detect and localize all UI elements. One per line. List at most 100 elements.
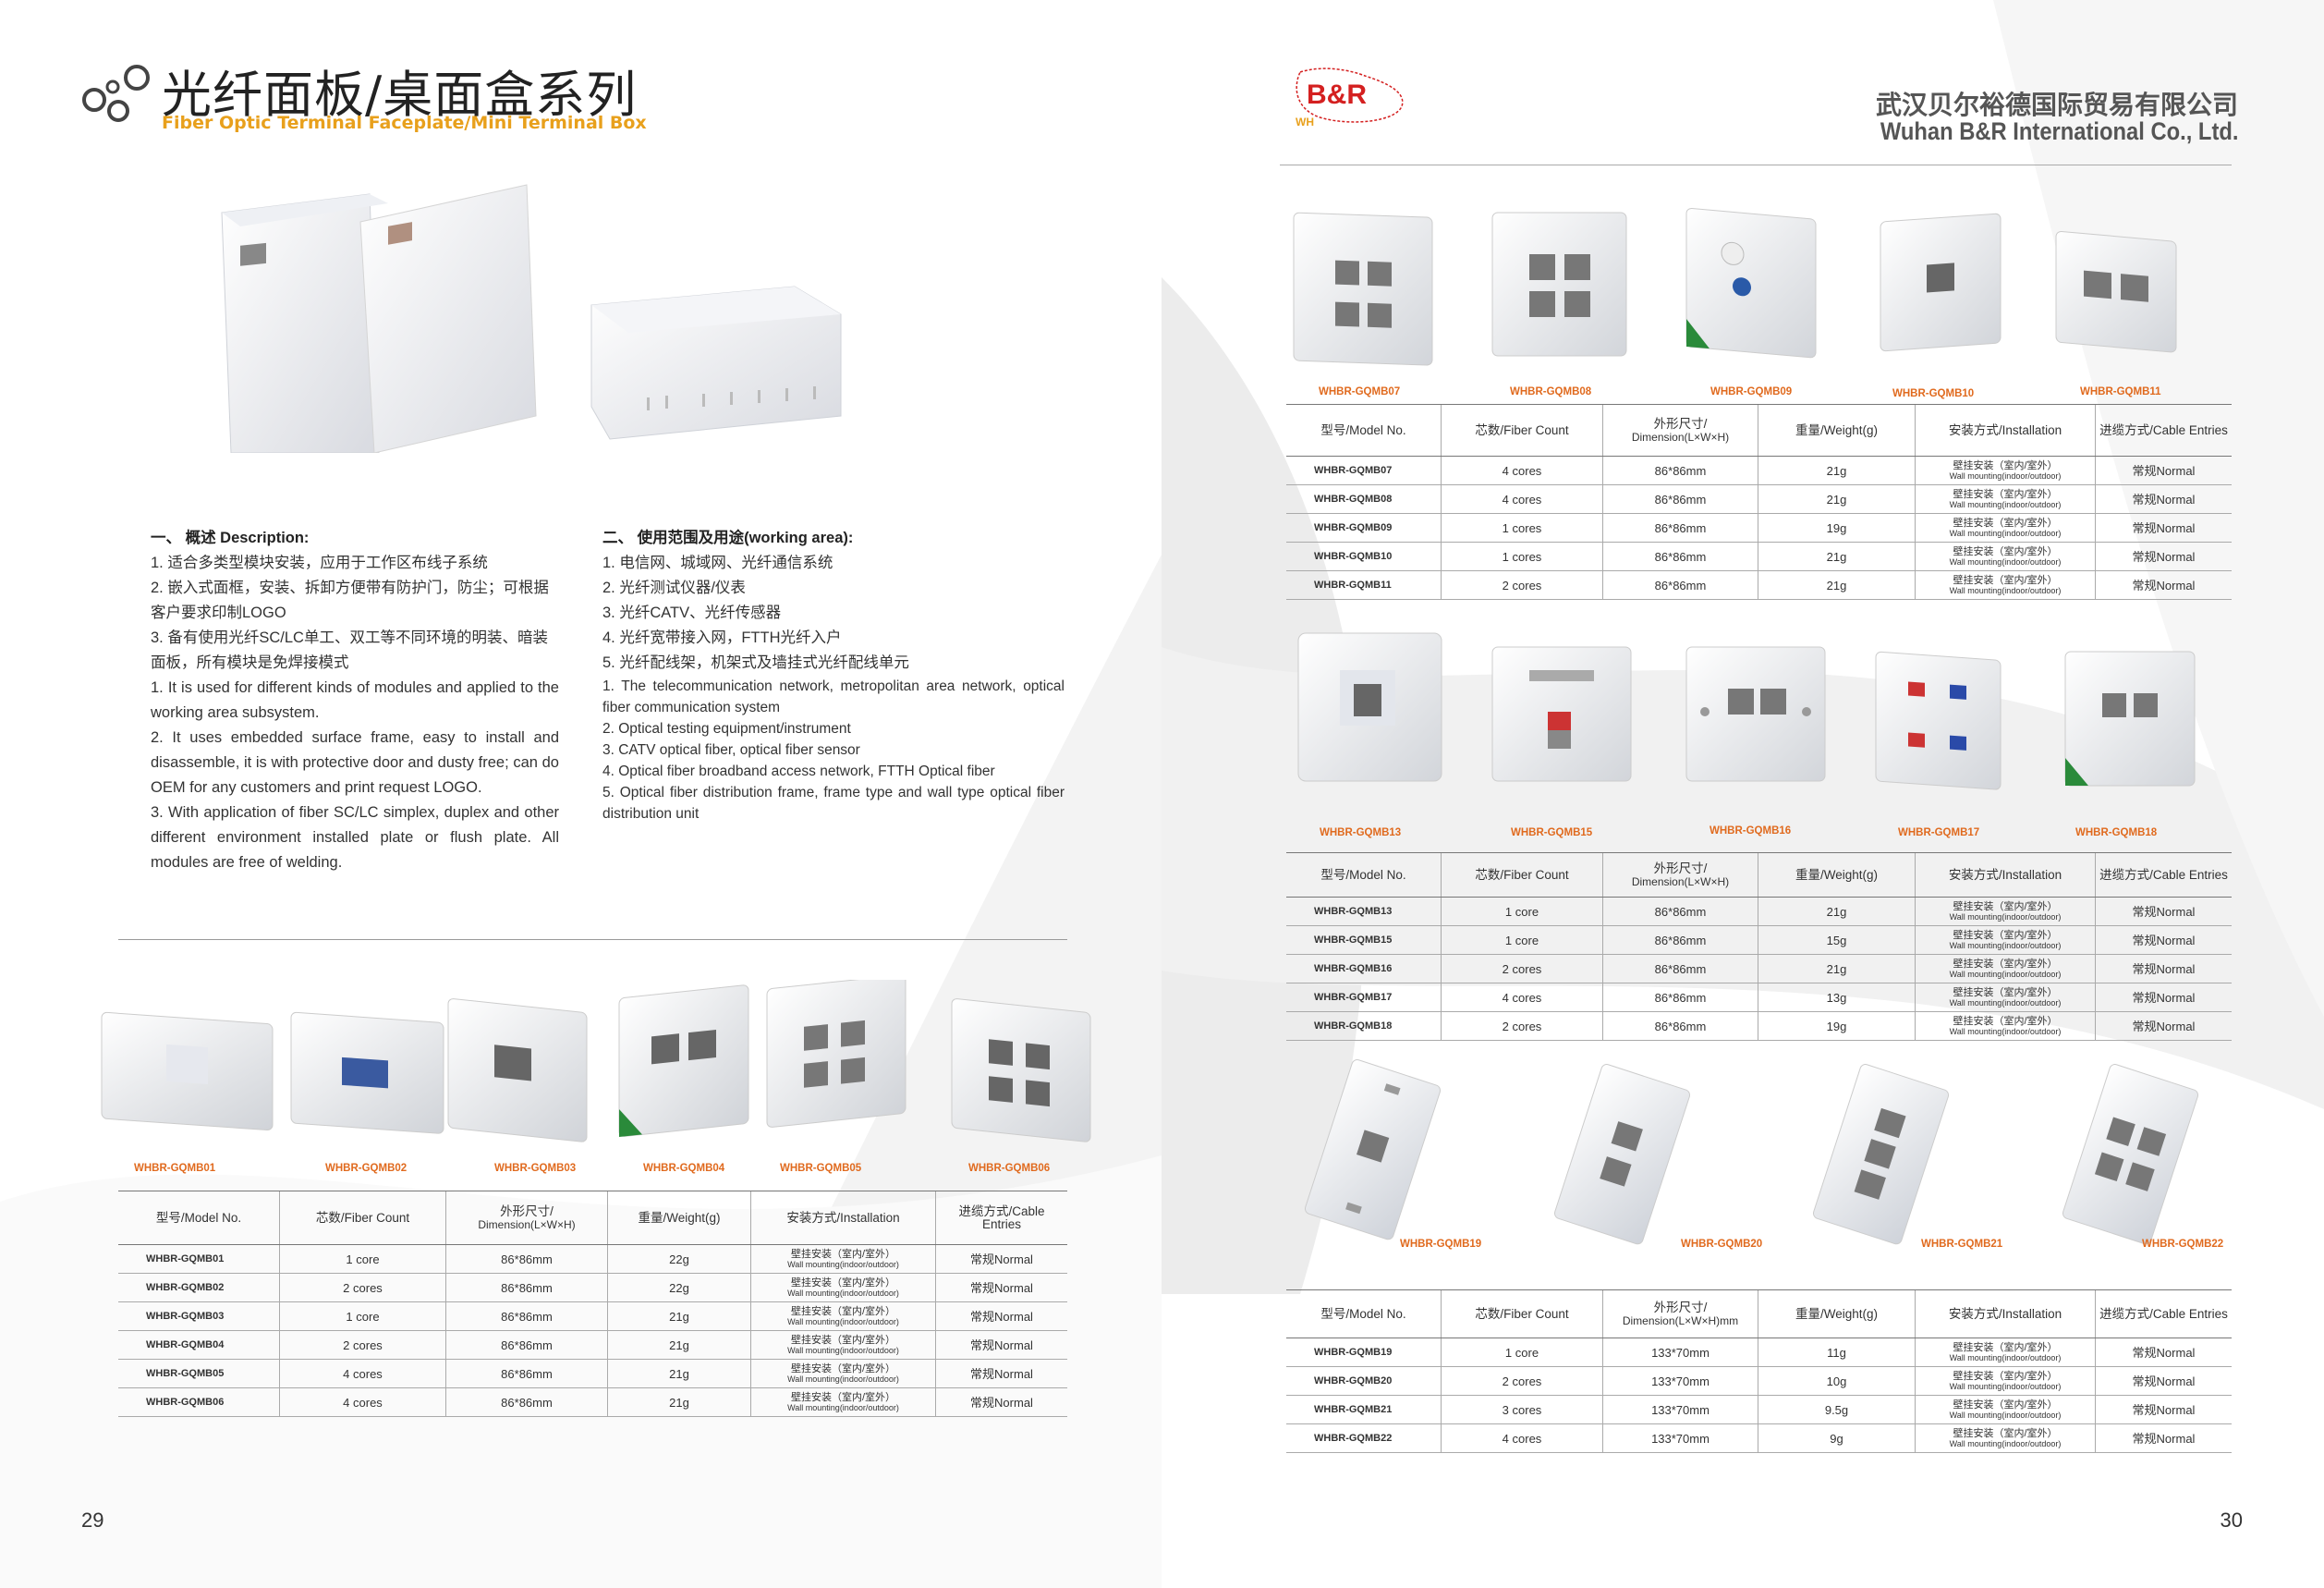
cell-installation: 壁挂安装（室内/室外）Wall mounting(indoor/outdoor) — [1915, 1395, 2096, 1424]
cell-model: WHBR-GQMB21 — [1286, 1395, 1442, 1424]
cell-fiber: 4 cores — [1441, 983, 1603, 1012]
product-label: WHBR-GQMB02 — [325, 1163, 408, 1174]
cell-fiber: 2 cores — [279, 1330, 446, 1360]
area-en-item: 3. CATV optical fiber, optical fiber sen… — [602, 742, 860, 758]
cell-cable: 常规Normal — [2095, 954, 2232, 983]
cell-installation: 壁挂安装（室内/室外）Wall mounting(indoor/outdoor) — [1915, 925, 2096, 955]
cell-cable: 常规Normal — [935, 1301, 1067, 1331]
area-cn-item: 3. 光纤CATV、光纤传感器 — [602, 605, 782, 621]
working-area-heading: 二、 使用范围及用途(working area): — [602, 530, 854, 546]
cell-model: WHBR-GQMB17 — [1286, 983, 1442, 1012]
terminal-box-photo — [221, 184, 842, 453]
area-cn-item: 2. 光纤测试仪器/仪表 — [602, 580, 746, 596]
col-model: 型号/Model No. — [1286, 1289, 1442, 1338]
cell-cable: 常规Normal — [2095, 925, 2232, 955]
cell-installation: 壁挂安装（室内/室外）Wall mounting(indoor/outdoor) — [1915, 1338, 2096, 1367]
cell-fiber: 2 cores — [1441, 570, 1603, 600]
cell-model: WHBR-GQMB06 — [118, 1387, 280, 1417]
spec-table-2: 型号/Model No. 芯数/Fiber Count 外形尺寸/Dimensi… — [1286, 852, 2232, 1041]
desc-en-item: 2. It uses embedded surface frame, easy … — [151, 729, 559, 796]
col-cable: 进缆方式/Cable Entries — [935, 1191, 1067, 1245]
cell-installation: 壁挂安装（室内/室外）Wall mounting(indoor/outdoor) — [1915, 897, 2096, 926]
cell-fiber: 2 cores — [1441, 954, 1603, 983]
page-number: 29 — [81, 1509, 104, 1532]
cell-cable: 常规Normal — [935, 1359, 1067, 1388]
description-heading: 一、 概述 Description: — [151, 530, 310, 546]
page-number: 30 — [2220, 1509, 2243, 1532]
cell-installation: 壁挂安装（室内/室外）Wall mounting(indoor/outdoor) — [1915, 1011, 2096, 1041]
cell-cable: 常规Normal — [2095, 513, 2232, 543]
col-dimension: 外形尺寸/Dimension(L×W×H) — [1602, 852, 1758, 898]
area-en-item: 4. Optical fiber broadband access networ… — [602, 763, 995, 779]
cell-model: WHBR-GQMB03 — [118, 1301, 280, 1331]
cell-installation: 壁挂安装（室内/室外）Wall mounting(indoor/outdoor) — [750, 1301, 936, 1331]
cell-dim: 86*86mm — [445, 1301, 608, 1331]
product-label: WHBR-GQMB11 — [2080, 386, 2161, 397]
cell-fiber: 1 core — [1441, 1338, 1603, 1367]
cell-weight: 21g — [1758, 570, 1916, 600]
cell-installation: 壁挂安装（室内/室外）Wall mounting(indoor/outdoor) — [750, 1387, 936, 1417]
col-install: 安装方式/Installation — [750, 1191, 936, 1245]
description-section: 一、 概述 Description: 1. 适合多类型模块安装，应用于工作区布线… — [151, 526, 559, 875]
cell-installation: 壁挂安装（室内/室外）Wall mounting(indoor/outdoor) — [1915, 570, 2096, 600]
product-label: WHBR-GQMB21 — [1921, 1239, 2003, 1250]
cell-fiber: 3 cores — [1441, 1395, 1603, 1424]
product-label: WHBR-GQMB07 — [1319, 386, 1401, 397]
cell-installation: 壁挂安装（室内/室外）Wall mounting(indoor/outdoor) — [750, 1359, 936, 1388]
col-fiber: 芯数/Fiber Count — [279, 1191, 446, 1245]
faceplate-photos-row — [101, 980, 1091, 1142]
col-fiber: 芯数/Fiber Count — [1441, 852, 1603, 898]
cell-weight: 11g — [1758, 1338, 1916, 1367]
cell-model: WHBR-GQMB07 — [1286, 456, 1442, 485]
area-cn-item: 5. 光纤配线架，机架式及墙挂式光纤配线单元 — [602, 654, 909, 671]
cell-dim: 86*86mm — [445, 1387, 608, 1417]
cell-weight: 21g — [1758, 542, 1916, 571]
cell-cable: 常规Normal — [2095, 983, 2232, 1012]
company-logo: B&R WH — [1296, 67, 1404, 128]
cell-fiber: 1 core — [279, 1301, 446, 1331]
product-label: WHBR-GQMB09 — [1710, 386, 1793, 397]
cell-weight: 21g — [1758, 456, 1916, 485]
cell-installation: 壁挂安装（室内/室外）Wall mounting(indoor/outdoor) — [750, 1273, 936, 1302]
cell-model: WHBR-GQMB19 — [1286, 1338, 1442, 1367]
cell-dim: 86*86mm — [1602, 513, 1758, 543]
right-page: B&R WH 武汉贝尔裕德国际贸易有限公司 Wuhan B&R Internat… — [1162, 0, 2324, 1588]
col-model: 型号/Model No. — [1286, 404, 1442, 457]
col-dimension: 外形尺寸/Dimension(L×W×H) — [1602, 404, 1758, 457]
product-label: WHBR-GQMB22 — [2142, 1239, 2224, 1250]
cell-installation: 壁挂安装（室内/室外）Wall mounting(indoor/outdoor) — [1915, 513, 2096, 543]
product-label: WHBR-GQMB19 — [1400, 1239, 1482, 1250]
cell-installation: 壁挂安装（室内/室外）Wall mounting(indoor/outdoor) — [1915, 983, 2096, 1012]
cell-dim: 86*86mm — [445, 1273, 608, 1302]
cell-cable: 常规Normal — [2095, 1423, 2232, 1453]
col-dimension: 外形尺寸/Dimension(L×W×H) — [445, 1191, 608, 1245]
cell-model: WHBR-GQMB16 — [1286, 954, 1442, 983]
cell-installation: 壁挂安装（室内/室外）Wall mounting(indoor/outdoor) — [750, 1330, 936, 1360]
cell-fiber: 1 core — [279, 1244, 446, 1274]
product-label: WHBR-GQMB03 — [494, 1163, 577, 1174]
cell-cable: 常规Normal — [2095, 1366, 2232, 1396]
cell-fiber: 1 core — [1441, 897, 1603, 926]
cell-fiber: 1 core — [1441, 925, 1603, 955]
cell-model: WHBR-GQMB05 — [118, 1359, 280, 1388]
cell-cable: 常规Normal — [2095, 484, 2232, 514]
desc-en-item: 3. With application of fiber SC/LC simpl… — [151, 804, 559, 871]
cell-dim: 86*86mm — [1602, 925, 1758, 955]
col-fiber: 芯数/Fiber Count — [1441, 1289, 1603, 1338]
cell-weight: 10g — [1758, 1366, 1916, 1396]
desc-en-item: 1. It is used for different kinds of mod… — [151, 679, 559, 721]
col-weight: 重量/Weight(g) — [1758, 1289, 1916, 1338]
divider — [118, 939, 1067, 940]
cell-fiber: 4 cores — [1441, 1423, 1603, 1453]
cell-installation: 壁挂安装（室内/室外）Wall mounting(indoor/outdoor) — [1915, 542, 2096, 571]
